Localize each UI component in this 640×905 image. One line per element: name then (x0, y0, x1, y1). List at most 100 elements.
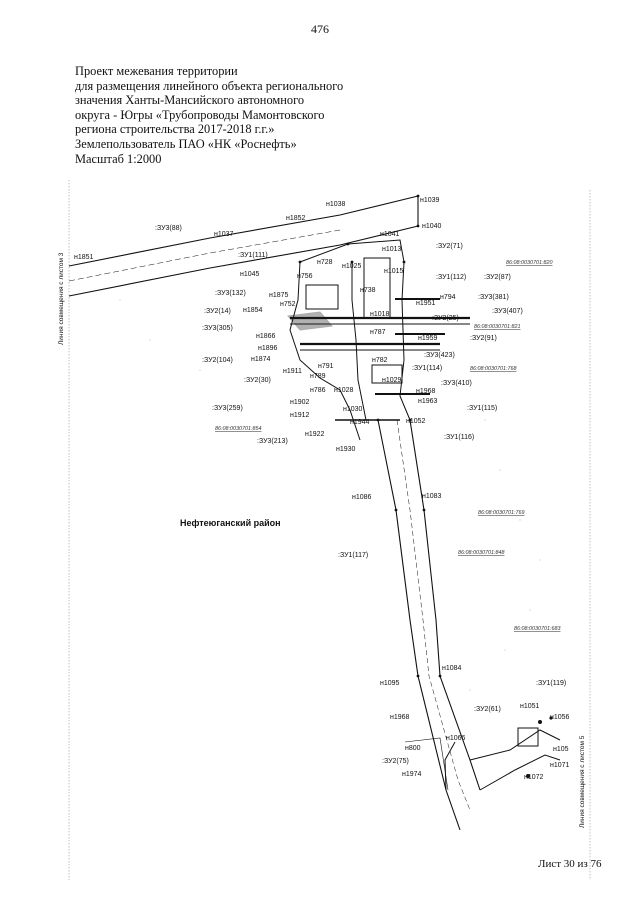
bottom-branches (404, 727, 561, 791)
project-title: Проект межевания территории для размещен… (75, 64, 395, 166)
road-strip (68, 195, 419, 297)
label-n1896: н1896 (258, 345, 278, 352)
map-labels: н1039 н1038 н1040 н1852 :ЗУ3(88) н1037 н… (74, 197, 570, 781)
label-zu2-87: :ЗУ2(87) (484, 274, 511, 281)
title-line: значения Ханты-Мансийского автономного (75, 93, 305, 108)
label-zu1-111: :ЗУ1(111) (238, 252, 268, 259)
label-n1051: н1051 (520, 703, 540, 710)
land-user-line: Землепользователь ПАО «НК «Роснефть» (75, 136, 297, 151)
label-zu1-116: :ЗУ1(116) (444, 434, 474, 441)
label-n1037: н1037 (214, 231, 234, 238)
title-line: для размещения линейного объекта региона… (75, 78, 344, 93)
sheet-number: Лист 30 из 76 (538, 858, 602, 870)
label-zu2-61: :ЗУ2(61) (474, 706, 501, 713)
cadastral-label: 86:08:0030701:821 (474, 324, 520, 330)
label-zu1-115: :ЗУ1(115) (467, 405, 497, 412)
cadastral-labels: 86:08:0030701:820 86:08:0030701:821 86:0… (215, 260, 560, 632)
label-n1013: н1013 (382, 246, 402, 253)
label-n794: н794 (440, 294, 456, 301)
scale-line: Масштаб 1:2000 (75, 151, 162, 166)
label-n1854: н1854 (243, 307, 263, 314)
cadastral-label: 86:08:0030701:683 (514, 626, 560, 632)
title-line: округа - Югры «Трубопроводы Мамонтовског… (75, 107, 325, 122)
label-n1025: н1025 (342, 263, 362, 270)
title-line: региона строительства 2017-2018 г.г.» (75, 122, 275, 137)
right-join-line-label: Линия совмещения с листом 5 (579, 735, 586, 828)
label-n1041: н1041 (380, 231, 400, 238)
label-n1045: н1045 (240, 271, 260, 278)
label-zu3-88: :ЗУ3(88) (155, 225, 182, 232)
page-number: 476 (311, 22, 329, 36)
label-n782: н782 (372, 357, 388, 364)
crossing-corridors (287, 298, 470, 421)
label-zu2-14: :ЗУ2(14) (204, 308, 231, 315)
label-zu2-104: :ЗУ2(104) (202, 357, 233, 364)
label-n1018: н1018 (370, 311, 390, 318)
label-n1052: н1052 (406, 418, 426, 425)
label-n752: н752 (280, 301, 296, 308)
label-n756: н756 (297, 273, 313, 280)
label-n105: н105 (553, 746, 569, 753)
background-dots (119, 249, 541, 691)
label-n1071: н1071 (550, 762, 570, 769)
label-n1922: н1922 (305, 431, 325, 438)
label-n1930: н1930 (336, 446, 356, 453)
label-n1874: н1874 (251, 356, 271, 363)
label-n1912: н1912 (290, 412, 310, 419)
label-zu3-410: :ЗУ3(410) (441, 380, 472, 387)
label-n1040: н1040 (422, 223, 442, 230)
label-n1095: н1095 (380, 680, 400, 687)
label-zu3-305: :ЗУ3(305) (202, 325, 233, 332)
label-zu2-91: :ЗУ2(91) (470, 335, 497, 342)
cadastral-label: 86:08:0030701:848 (458, 550, 504, 556)
label-n789: н789 (310, 373, 326, 380)
left-join-line-label: Линия совмещения с листом 3 (58, 252, 65, 345)
label-zu2-30: :ЗУ2(30) (244, 377, 271, 384)
label-n1974: н1974 (402, 771, 422, 778)
label-n1968-lower: н1968 (390, 714, 410, 721)
label-n1083: н1083 (422, 493, 442, 500)
label-n1944: н1944 (350, 419, 370, 426)
label-n1902: н1902 (290, 399, 310, 406)
district-label: Нефтеюганский район (180, 518, 281, 528)
label-n1038: н1038 (326, 201, 346, 208)
label-n786: н786 (310, 387, 326, 394)
label-zu2-75: :ЗУ2(75) (382, 758, 409, 765)
cadastral-label: 86:08:0030701:769 (478, 510, 524, 516)
label-zu2-25: :ЗУ2(25) (432, 315, 459, 322)
label-n1029: н1029 (382, 377, 402, 384)
label-n1911: н1911 (283, 368, 302, 375)
label-n791: н791 (318, 363, 334, 370)
label-zu1-114: :ЗУ1(114) (412, 365, 442, 372)
label-n1030: н1030 (343, 406, 363, 413)
label-n1084: н1084 (442, 665, 462, 672)
label-n1963: н1963 (418, 398, 438, 405)
label-n1852: н1852 (286, 215, 306, 222)
label-n1056: н1056 (550, 714, 570, 721)
label-n800: н800 (405, 745, 421, 752)
label-n1028: н1028 (334, 387, 354, 394)
label-zu2-71: :ЗУ2(71) (436, 243, 463, 250)
cadastral-label: 86:08:0030701:854 (215, 426, 261, 432)
label-n738: н738 (360, 287, 376, 294)
cadastral-label: 86:08:0030701:820 (506, 260, 552, 266)
label-n1875: н1875 (269, 292, 289, 299)
label-n728: н728 (317, 259, 333, 266)
label-n1968-upper: н1968 (416, 388, 436, 395)
label-n1959: н1959 (418, 335, 438, 342)
label-zu1-119: :ЗУ1(119) (536, 680, 566, 687)
label-zu3-213: :ЗУ3(213) (257, 438, 288, 445)
label-n1015: н1015 (384, 268, 404, 275)
title-line: Проект межевания территории (75, 64, 238, 78)
label-n1851: н1851 (74, 254, 94, 261)
label-n1072: н1072 (524, 774, 544, 781)
label-zu3-407: :ЗУ3(407) (492, 308, 523, 315)
label-zu3-381: :ЗУ3(381) (478, 294, 509, 301)
label-n1039: н1039 (420, 197, 440, 204)
label-n1066: н1066 (446, 735, 466, 742)
label-n1866: н1866 (256, 333, 276, 340)
label-zu1-112: :ЗУ1(112) (436, 274, 466, 281)
label-zu3-259: :ЗУ3(259) (212, 405, 243, 412)
label-zu3-423: :ЗУ3(423) (424, 352, 455, 359)
